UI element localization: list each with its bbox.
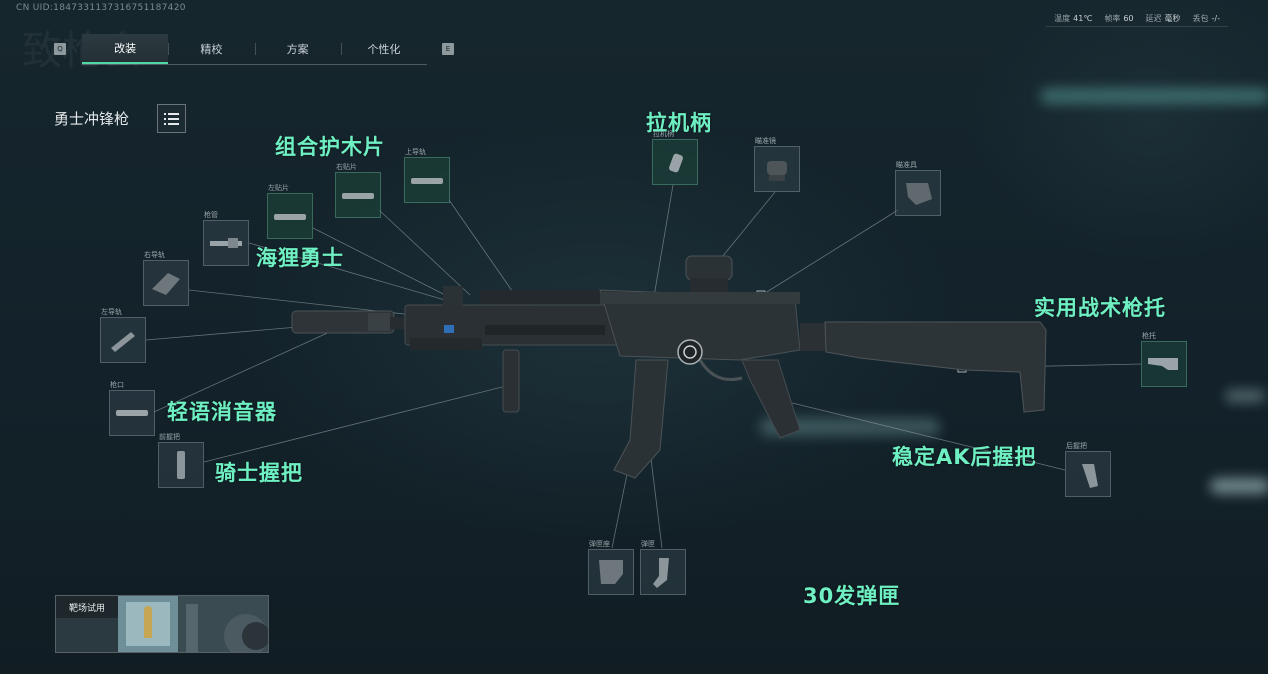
key-hint-q: Q: [54, 43, 66, 55]
rail-icon: [111, 332, 135, 352]
slot-scope[interactable]: 瞄准镜: [754, 137, 800, 192]
annotation-magazine: 30发弹匣: [803, 584, 901, 608]
slot-magazine[interactable]: 弹匣: [640, 540, 686, 595]
slot-stock[interactable]: 枪托: [1141, 332, 1187, 387]
range-preview-image: [56, 596, 268, 652]
annotation-muzzle: 轻语消音器: [167, 400, 277, 424]
magazine-well-icon: [599, 560, 623, 584]
slot-muzzle[interactable]: 枪口: [109, 381, 155, 436]
tab-modify[interactable]: 改装: [82, 34, 169, 64]
background-light: [1210, 478, 1268, 494]
magazine-icon: [653, 558, 669, 588]
slot-right-panel[interactable]: 右贴片: [335, 163, 381, 218]
weapon-list-button[interactable]: [157, 104, 186, 133]
panel-icon: [274, 214, 306, 220]
annotation-charging-handle: 拉机柄: [646, 111, 712, 135]
panel-icon: [342, 193, 374, 199]
rail-icon: [152, 273, 180, 295]
grip-icon: [1082, 464, 1098, 488]
suppressor-icon: [116, 410, 148, 416]
panel-icon: [411, 178, 443, 184]
annotation-barrel: 海狸勇士: [256, 246, 344, 270]
stock-icon: [1148, 358, 1178, 370]
list-icon: [164, 112, 179, 125]
range-trial-label: 靶场试用: [56, 596, 118, 618]
slot-left-rail[interactable]: 左导轨: [100, 308, 146, 363]
slot-right-rail[interactable]: 右导轨: [143, 251, 189, 306]
annotation-handguard: 组合护木片: [275, 135, 385, 159]
charging-handle-icon: [669, 153, 683, 173]
tab-presets[interactable]: 方案: [254, 34, 341, 64]
slot-barrel[interactable]: 枪管: [203, 211, 249, 266]
stat-packet-loss: 丢包-/-: [1192, 13, 1220, 23]
background-light: [1225, 390, 1265, 402]
weapon-name: 勇士冲锋枪: [54, 110, 130, 128]
sight-icon: [906, 183, 932, 205]
annotation-foregrip: 骑士握把: [215, 461, 303, 485]
annotation-stock: 实用战术枪托: [1034, 296, 1166, 320]
tab-personalize[interactable]: 个性化: [340, 34, 427, 64]
barrel-icon: [210, 238, 242, 248]
key-hint-e: E: [442, 43, 454, 55]
slot-magazine-well[interactable]: 弹匣座: [588, 540, 634, 595]
background-light: [760, 418, 940, 436]
scope-icon: [767, 161, 787, 181]
slot-left-panel[interactable]: 左贴片: [267, 184, 313, 239]
main-tabs: 改装 精校 方案 个性化: [82, 34, 427, 65]
slot-sight[interactable]: 瞄准具: [895, 161, 941, 216]
slot-charging-handle[interactable]: 拉机柄: [652, 130, 698, 185]
grip-icon: [177, 451, 185, 479]
user-uid: CN UID:1847331137316751187420: [16, 3, 186, 13]
slot-foregrip[interactable]: 前握把: [158, 433, 204, 488]
stat-latency: 延迟毫秒: [1145, 13, 1181, 23]
background-light: [1040, 88, 1268, 104]
range-trial-button[interactable]: 靶场试用: [55, 595, 269, 653]
annotation-rear-grip: 稳定AK后握把: [892, 445, 1037, 469]
tab-tuning[interactable]: 精校: [168, 34, 254, 64]
slot-rear-grip[interactable]: 后握把: [1065, 442, 1111, 497]
slot-top-rail[interactable]: 上导轨: [404, 148, 450, 203]
